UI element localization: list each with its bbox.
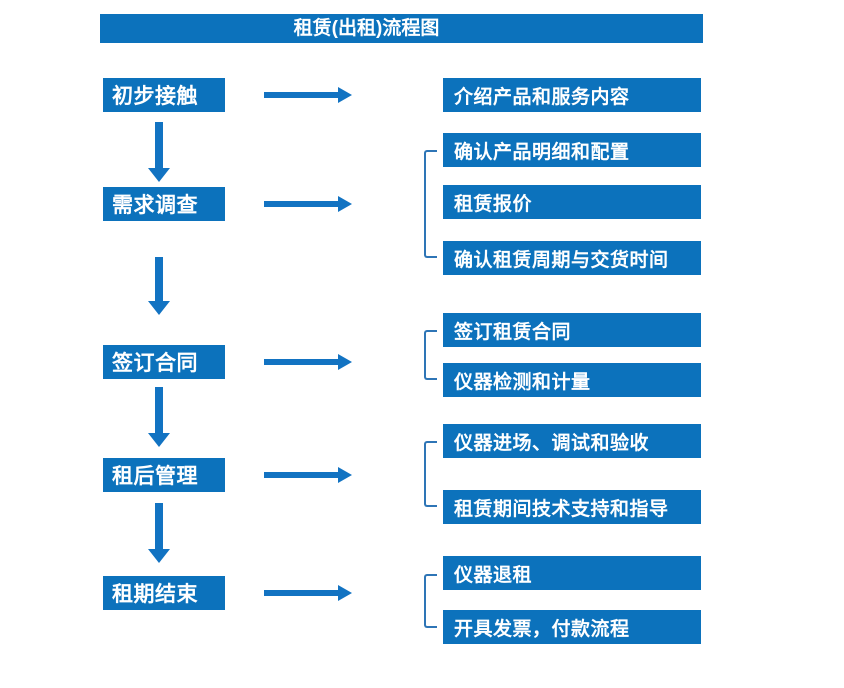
page-title: 租赁(出租)流程图 — [293, 18, 440, 39]
detail-instrument-testing: 仪器检测和计量 — [443, 363, 701, 397]
right-arrow-1 — [264, 87, 352, 103]
arrow-head-icon — [338, 196, 352, 212]
detail-sign-lease-contract: 签订租赁合同 — [443, 313, 701, 347]
arrow-shaft — [155, 122, 163, 169]
arrow-head-icon — [148, 168, 170, 182]
right-arrow-2 — [264, 196, 352, 212]
arrow-head-icon — [148, 301, 170, 315]
down-arrow-2 — [148, 257, 170, 315]
detail-invoice-payment: 开具发票，付款流程 — [443, 610, 701, 644]
detail-confirm-product-details: 确认产品明细和配置 — [443, 133, 701, 167]
arrow-shaft — [264, 201, 340, 207]
down-arrow-1 — [148, 122, 170, 182]
arrow-shaft — [155, 387, 163, 434]
group-bracket-1 — [424, 150, 437, 258]
arrow-head-icon — [338, 585, 352, 601]
arrow-shaft — [155, 503, 163, 550]
detail-confirm-lease-period: 确认租赁周期与交货时间 — [443, 241, 701, 275]
detail-rental-quote: 租赁报价 — [443, 185, 701, 219]
step-initial-contact: 初步接触 — [103, 78, 225, 112]
step-post-rental-management: 租后管理 — [103, 458, 225, 492]
step-demand-survey: 需求调查 — [103, 187, 225, 221]
right-arrow-4 — [264, 467, 352, 483]
arrow-shaft — [264, 472, 340, 478]
down-arrow-3 — [148, 387, 170, 447]
arrow-head-icon — [148, 549, 170, 563]
arrow-head-icon — [338, 467, 352, 483]
detail-instrument-return: 仪器退租 — [443, 556, 701, 590]
down-arrow-4 — [148, 503, 170, 563]
group-bracket-2 — [424, 330, 437, 380]
detail-tech-support: 租赁期间技术支持和指导 — [443, 490, 701, 524]
detail-instrument-setup-acceptance: 仪器进场、调试和验收 — [443, 424, 701, 458]
arrow-shaft — [264, 92, 340, 98]
title-bar: 租赁(出租)流程图 — [100, 14, 703, 43]
right-arrow-5 — [264, 585, 352, 601]
arrow-shaft — [155, 257, 163, 302]
step-sign-contract: 签订合同 — [103, 345, 225, 379]
detail-introduce-products: 介绍产品和服务内容 — [443, 78, 701, 112]
arrow-head-icon — [338, 87, 352, 103]
step-lease-end: 租期结束 — [103, 576, 225, 610]
group-bracket-4 — [424, 574, 437, 628]
group-bracket-3 — [424, 441, 437, 507]
right-arrow-3 — [264, 354, 352, 370]
arrow-head-icon — [338, 354, 352, 370]
arrow-head-icon — [148, 433, 170, 447]
arrow-shaft — [264, 590, 340, 596]
arrow-shaft — [264, 359, 340, 365]
